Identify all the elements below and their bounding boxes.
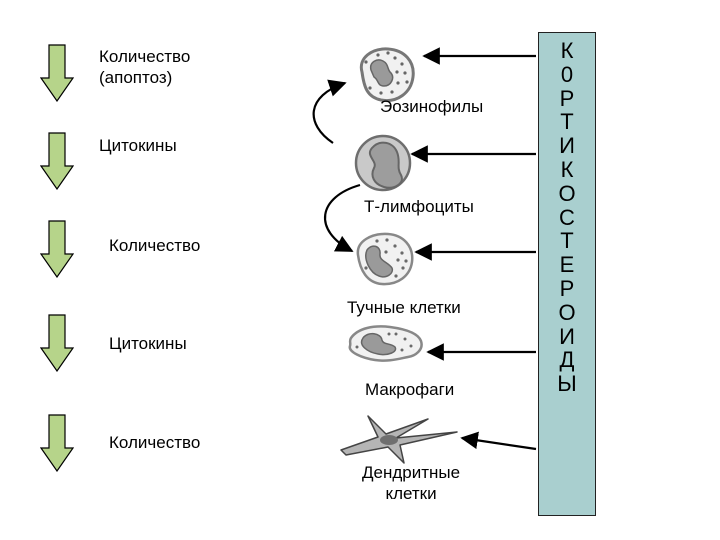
effect-label: Количество [109, 236, 201, 255]
corticosteroids-letter: С [559, 204, 575, 230]
corticosteroids-letter: О [558, 299, 576, 325]
corticosteroids-letter: О [558, 180, 576, 206]
corticosteroids-letter: 0 [560, 61, 574, 87]
corticosteroids-letter: Д [559, 347, 575, 373]
cell-label-macrophages: Макрофаги [365, 380, 455, 399]
corticosteroids-letter: И [559, 323, 575, 349]
curved-connector-arrow [324, 183, 361, 252]
corticosteroids-letter: И [559, 133, 575, 159]
corticosteroids-letter: Р [559, 85, 575, 111]
mast-cell-icon [356, 232, 414, 286]
corticosteroids-letter: Т [560, 228, 574, 254]
corticosteroids-letter: К [560, 156, 574, 182]
curved-connector-arrow [312, 79, 347, 144]
corticosteroids-letter: Р [559, 275, 575, 301]
effect-label: Количество [109, 433, 201, 452]
down-arrow-icon [40, 220, 74, 278]
cell-label-t-lymphocytes: Т-лимфоциты [364, 197, 474, 216]
corticosteroids-letter: Ы [557, 371, 577, 397]
down-arrow-icon [40, 132, 74, 190]
cell-label-dendritic-cells: Дендритные клетки [362, 463, 461, 503]
down-arrow-icon [40, 414, 74, 472]
macrophage-icon [348, 325, 423, 362]
down-arrow-icon [40, 44, 74, 102]
dendritic-cell-icon [340, 415, 458, 464]
effect-label: Количество (апоптоз) [99, 47, 191, 87]
eosinophil-icon [359, 47, 415, 103]
down-arrow-icon [40, 314, 74, 372]
effect-label: Цитокины [109, 334, 187, 353]
steroid-arrow [460, 431, 537, 451]
effect-label: Цитокины [99, 136, 177, 155]
corticosteroids-letter: К [560, 38, 574, 63]
corticosteroids-letter: Т [560, 109, 574, 135]
corticosteroids-letter: Е [559, 252, 575, 278]
cell-label-eosinophils: Эозинофилы [380, 97, 484, 116]
cell-label-mast-cells: Тучные клетки [347, 298, 461, 317]
corticosteroids-box: К 0 Р Т И К О С Т Е Р О И Д Ы [538, 32, 596, 516]
t-lymphocyte-icon [354, 134, 412, 192]
